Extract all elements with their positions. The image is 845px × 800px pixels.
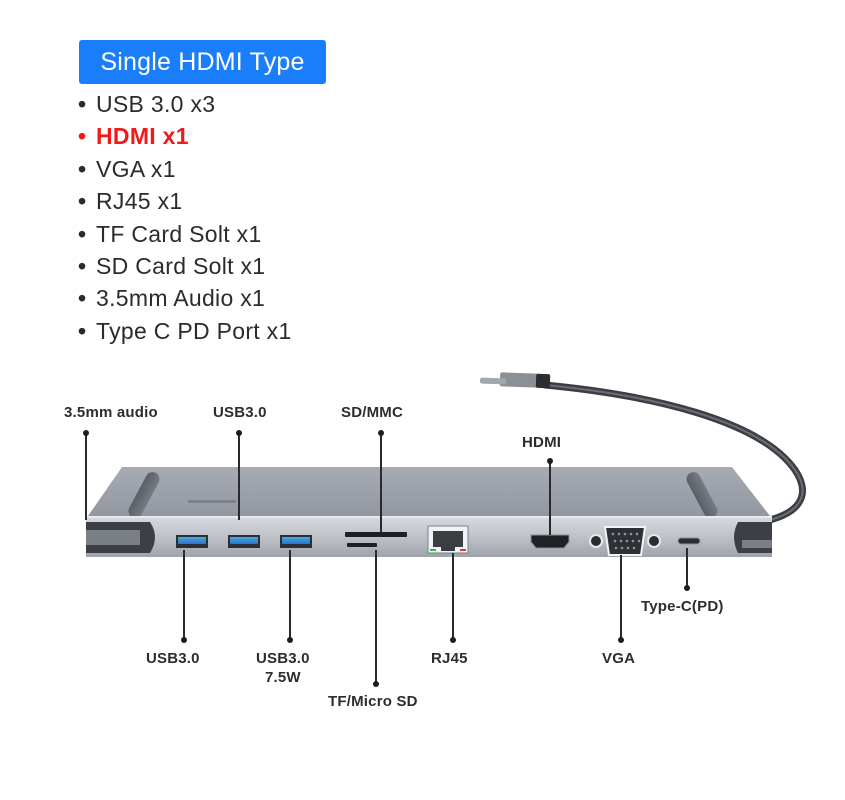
tf-slot: [347, 543, 377, 547]
callout-pin-vga: [618, 637, 624, 643]
callout-line-audio: [85, 432, 87, 520]
spec-item-usb: •USB 3.0 x3: [78, 88, 292, 120]
usb-c-cable: [479, 372, 806, 526]
audio-jack-right: [647, 534, 661, 548]
rj45-port: [427, 525, 469, 554]
label-usb-right: USB3.0 7.5W: [256, 650, 310, 686]
rubber-pad-right: [686, 472, 718, 518]
bullet-icon: •: [78, 91, 87, 117]
callout-line-rj45: [452, 553, 454, 641]
rubber-pad-left: [128, 472, 160, 518]
typec-port: [677, 537, 701, 545]
label-rj45: RJ45: [431, 650, 468, 667]
bullet-icon: •: [78, 188, 87, 215]
bullet-icon: •: [78, 285, 87, 312]
callout-pin-typec: [684, 585, 690, 591]
usb-port-1: [176, 535, 208, 548]
bullet-icon: •: [78, 155, 87, 182]
callout-pin-usb-left: [181, 637, 187, 643]
spec-item-tf: •TF Card Solt x1: [78, 218, 292, 250]
hub-top-surface: [88, 467, 770, 516]
callout-line-hdmi: [549, 460, 551, 535]
callout-line-tf: [375, 550, 377, 685]
callout-line-usb-right: [289, 550, 291, 641]
label-audio: 3.5mm audio: [64, 404, 158, 421]
spec-item-typec: •Type C PD Port x1: [78, 315, 292, 347]
callout-line-usb-top: [238, 432, 240, 520]
label-sd: SD/MMC: [341, 404, 404, 421]
brand-logo: [188, 500, 236, 503]
audio-jack-left: [589, 534, 603, 548]
bullet-icon: •: [78, 253, 87, 280]
type-badge: Single HDMI Type: [79, 40, 326, 84]
spec-item-audio: •3.5mm Audio x1: [78, 282, 292, 314]
label-usb-top: USB3.0: [213, 404, 267, 421]
usb-port-2: [228, 535, 260, 548]
label-typec: Type-C(PD): [641, 598, 724, 615]
callout-pin-sd: [378, 430, 384, 436]
usb-port-3: [280, 535, 312, 548]
sd-slot: [345, 532, 407, 537]
bullet-icon: •: [78, 220, 87, 247]
callout-line-typec: [686, 548, 688, 588]
callout-line-usb-left: [183, 550, 185, 641]
label-usb-left: USB3.0: [146, 650, 200, 667]
callout-line-vga: [620, 555, 622, 641]
spec-item-hdmi: •HDMI x1: [78, 120, 292, 152]
vga-port: [603, 526, 647, 556]
callout-line-sd: [380, 432, 382, 532]
callout-pin-usb-right: [287, 637, 293, 643]
callout-pin-tf: [373, 681, 379, 687]
spec-item-rj45: •RJ45 x1: [78, 185, 292, 217]
spec-item-vga: •VGA x1: [78, 153, 292, 185]
callout-pin-audio: [83, 430, 89, 436]
spec-list: •USB 3.0 x3 •HDMI x1 •VGA x1 •RJ45 x1 •T…: [78, 88, 292, 347]
label-tf: TF/Micro SD: [328, 693, 418, 710]
callout-pin-rj45: [450, 637, 456, 643]
spec-item-sd: •SD Card Solt x1: [78, 250, 292, 282]
callout-pin-usb-top: [236, 430, 242, 436]
bullet-icon: •: [78, 317, 87, 344]
hdmi-port: [530, 534, 570, 549]
callout-pin-hdmi: [547, 458, 553, 464]
label-hdmi: HDMI: [522, 434, 562, 451]
label-vga: VGA: [602, 650, 636, 667]
bullet-icon: •: [78, 123, 87, 150]
